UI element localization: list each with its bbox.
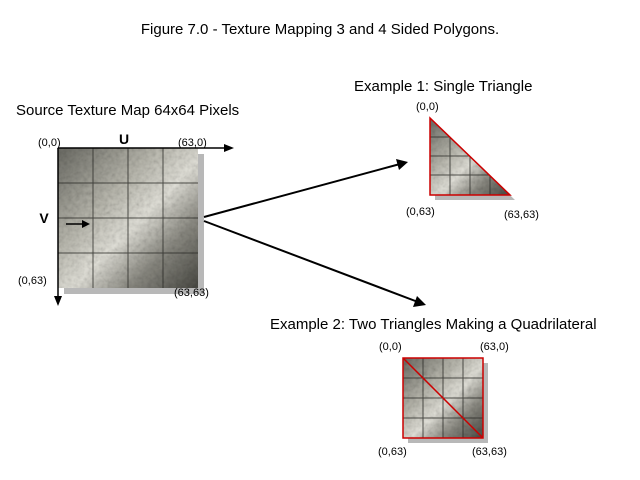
- arrow-to-example2: [203, 220, 426, 307]
- arrow-to-example1: [203, 159, 408, 218]
- example2-corner-top-left: (0,0): [379, 341, 402, 353]
- v-axis-pointer: [66, 220, 90, 228]
- u-axis: [58, 144, 234, 152]
- source-corner-top-left: (0,0): [38, 137, 61, 149]
- source-corner-bottom-left: (0,63): [18, 275, 47, 287]
- example1-corner-top: (0,0): [416, 101, 439, 113]
- v-axis-label: V: [39, 210, 49, 226]
- example2-corner-bottom-left: (0,63): [378, 446, 407, 458]
- example1-corner-bottom-left: (0,63): [406, 206, 435, 218]
- example2-corner-top-right: (63,0): [480, 341, 509, 353]
- figure-title: Figure 7.0 - Texture Mapping 3 and 4 Sid…: [141, 21, 499, 38]
- example2-diagonal: [402, 357, 484, 439]
- example2-heading: Example 2: Two Triangles Making a Quadri…: [270, 316, 597, 333]
- example2-corner-bottom-right: (63,63): [472, 446, 507, 458]
- v-axis: [54, 148, 62, 306]
- source-corner-top-right: (63,0): [178, 137, 207, 149]
- example1-corner-bottom-right: (63,63): [504, 209, 539, 221]
- source-corner-bottom-right: (63,63): [174, 287, 209, 299]
- example2-quad: [402, 357, 484, 439]
- source-heading: Source Texture Map 64x64 Pixels: [16, 102, 239, 119]
- u-axis-label: U: [119, 131, 129, 147]
- example1-heading: Example 1: Single Triangle: [354, 78, 532, 95]
- source-texture: [58, 148, 198, 288]
- example1-triangle: [429, 116, 512, 196]
